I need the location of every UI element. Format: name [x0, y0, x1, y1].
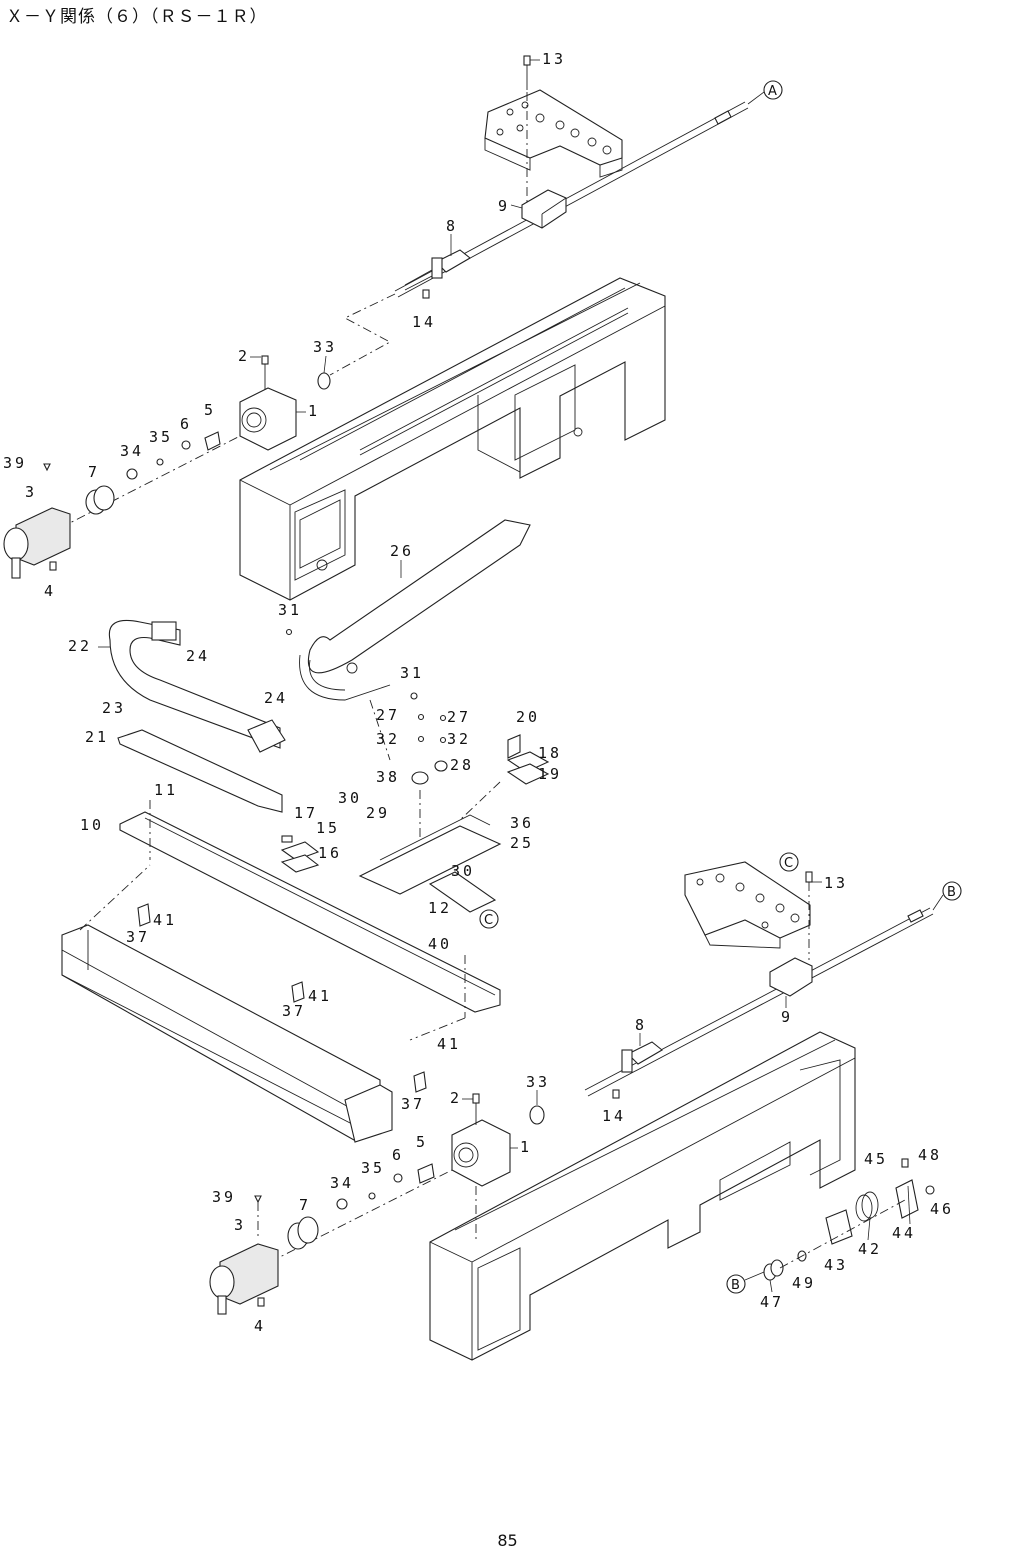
- callout-45: 45: [864, 1150, 888, 1168]
- callout-8-lower: 8: [635, 1016, 647, 1034]
- callout-39-lower: 39: [212, 1188, 236, 1206]
- callout-23: 23: [102, 699, 126, 717]
- nut-bracket-9-lower: [770, 958, 812, 996]
- bearing-housing-1: [240, 388, 296, 450]
- callout-16: 16: [318, 844, 342, 862]
- ref-a-upper: A: [768, 84, 777, 99]
- callout-3-lower: 3: [234, 1216, 246, 1234]
- callout-43: 43: [824, 1256, 848, 1274]
- callout-19: 19: [538, 765, 562, 783]
- callout-35-upper: 35: [149, 428, 173, 446]
- callout-27-left: 27: [376, 706, 400, 724]
- callout-21: 21: [85, 728, 109, 746]
- callout-13-lower: 13: [824, 874, 848, 892]
- callout-32-right: 32: [447, 730, 471, 748]
- callout-6-upper: 6: [180, 415, 192, 433]
- callout-2-lower: 2: [450, 1089, 462, 1107]
- callout-31-bottom: 31: [400, 664, 424, 682]
- callout-7-lower: 7: [299, 1196, 311, 1214]
- ref-b-lower: B: [731, 1278, 740, 1293]
- callout-17: 17: [294, 804, 318, 822]
- callout-33-upper: 33: [313, 338, 337, 356]
- callout-8-upper: 8: [446, 217, 458, 235]
- callout-41-mid: 41: [308, 987, 332, 1005]
- callout-41-right: 41: [437, 1035, 461, 1053]
- callout-33-lower: 33: [526, 1073, 550, 1091]
- callout-10: 10: [80, 816, 104, 834]
- callout-3-upper: 3: [25, 483, 37, 501]
- callout-18: 18: [538, 744, 562, 762]
- callout-49: 49: [792, 1274, 816, 1292]
- callout-36: 36: [510, 814, 534, 832]
- callout-2-upper: 2: [238, 347, 250, 365]
- callout-7-upper: 7: [88, 463, 100, 481]
- callout-9-upper: 9: [498, 197, 510, 215]
- callout-44: 44: [892, 1224, 916, 1242]
- callout-4-lower: 4: [254, 1317, 266, 1335]
- callout-9-lower: 9: [781, 1008, 793, 1026]
- callout-24-lower: 24: [264, 689, 288, 707]
- page-number: 85: [0, 1531, 1015, 1550]
- callout-14-upper: 14: [412, 313, 436, 331]
- callout-31-top: 31: [278, 601, 302, 619]
- lower-mount-plate: [685, 862, 810, 938]
- callout-29: 29: [366, 804, 390, 822]
- callout-48: 48: [918, 1146, 942, 1164]
- cable-chain-section: [62, 520, 548, 1142]
- callout-35-lower: 35: [361, 1159, 385, 1177]
- callout-46: 46: [930, 1200, 954, 1218]
- callout-13-upper: 13: [542, 50, 566, 68]
- callout-39-upper: 39: [3, 454, 27, 472]
- callout-4-upper: 4: [44, 582, 56, 600]
- callout-15: 15: [316, 819, 340, 837]
- callout-38: 38: [376, 768, 400, 786]
- callout-27-right: 27: [447, 708, 471, 726]
- callout-22: 22: [68, 637, 92, 655]
- callout-34-upper: 34: [120, 442, 144, 460]
- callout-25: 25: [510, 834, 534, 852]
- upper-axis-assembly: [4, 56, 748, 600]
- callout-28: 28: [450, 756, 474, 774]
- callout-26: 26: [390, 542, 414, 560]
- ref-c-middle: C: [484, 913, 493, 928]
- callout-6-lower: 6: [392, 1146, 404, 1164]
- callout-12: 12: [428, 899, 452, 917]
- ref-c-lower: C: [784, 856, 793, 871]
- callout-40: 40: [428, 935, 452, 953]
- callout-5-upper: 5: [204, 401, 216, 419]
- callout-32-left: 32: [376, 730, 400, 748]
- callout-14-lower: 14: [602, 1107, 626, 1125]
- callout-1-lower: 1: [520, 1138, 532, 1156]
- lower-beam: [62, 925, 380, 1140]
- callout-5-lower: 5: [416, 1133, 428, 1151]
- callout-30-lower: 30: [451, 862, 475, 880]
- ref-b-right: B: [947, 885, 956, 900]
- callout-42: 42: [858, 1240, 882, 1258]
- upper-mount-plate: [485, 90, 622, 165]
- callout-37-mid: 37: [282, 1002, 306, 1020]
- callout-37-right: 37: [401, 1095, 425, 1113]
- callout-1-upper: 1: [308, 402, 320, 420]
- callout-41-left: 41: [153, 911, 177, 929]
- callout-37-left: 37: [126, 928, 150, 946]
- callout-30-upper: 30: [338, 789, 362, 807]
- callout-34-lower: 34: [330, 1174, 354, 1192]
- callout-24-upper: 24: [186, 647, 210, 665]
- upper-gantry-frame: [240, 278, 665, 600]
- callout-20: 20: [516, 708, 540, 726]
- callout-11: 11: [154, 781, 178, 799]
- bearing-housing-1-lower: [452, 1120, 510, 1186]
- callout-47: 47: [760, 1293, 784, 1311]
- lower-gantry-frame: [430, 1032, 855, 1360]
- nut-bracket-9: [522, 190, 566, 228]
